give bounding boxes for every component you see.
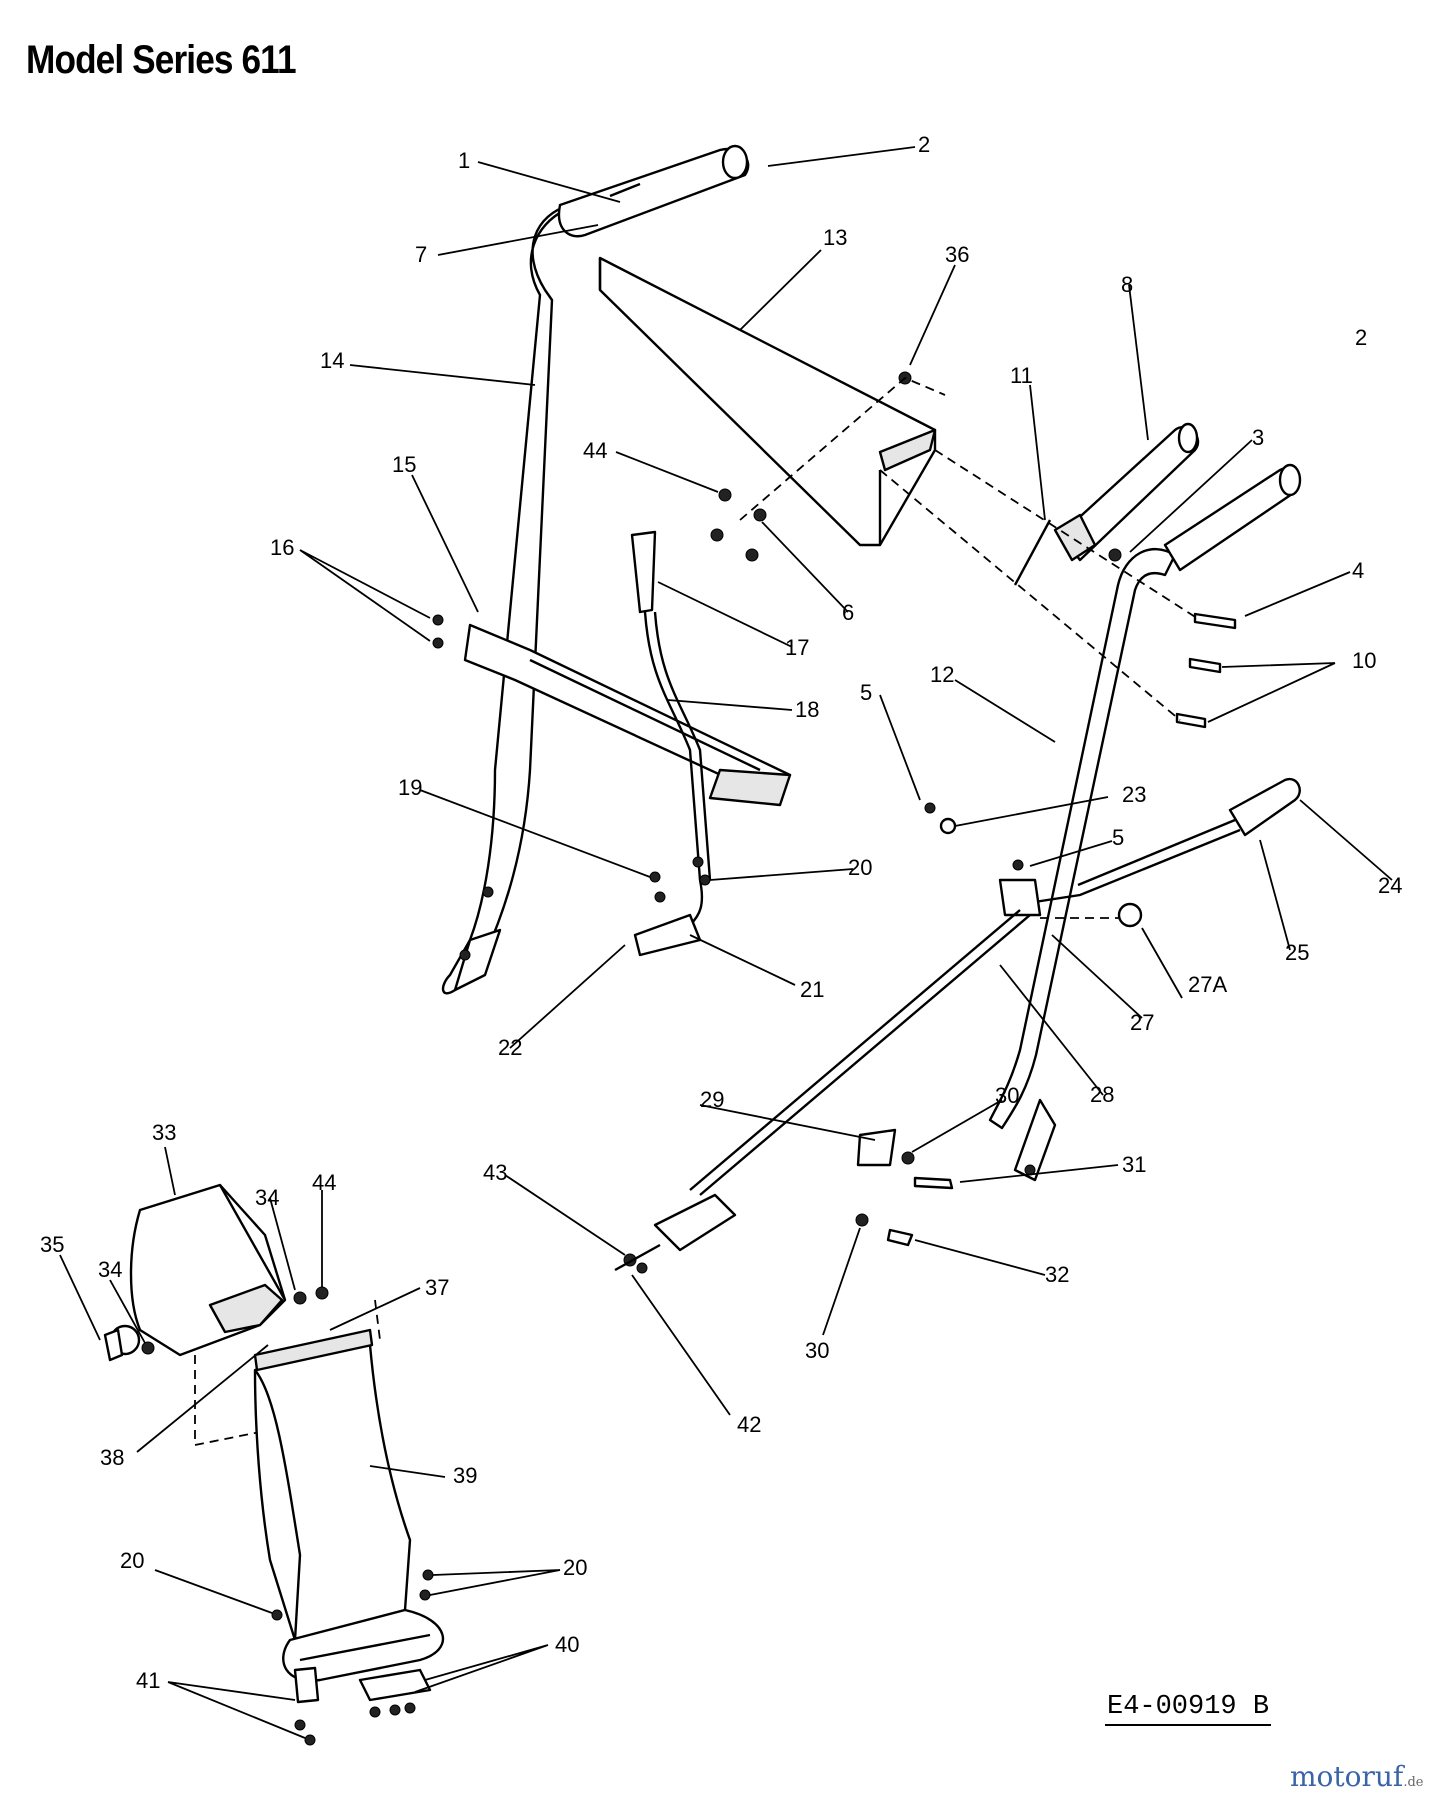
callout-6: 6 <box>842 600 854 625</box>
callout-32: 32 <box>1045 1262 1069 1287</box>
left-upper-handle <box>441 144 750 995</box>
callout-4: 4 <box>1352 558 1364 583</box>
callout-21: 21 <box>800 977 824 1002</box>
callout-17: 17 <box>785 635 809 660</box>
chute-crank <box>689 777 1301 1196</box>
callout-5: 5 <box>860 680 872 705</box>
watermark-suffix: .de <box>1403 1775 1424 1790</box>
callout-27A: 27A <box>1188 972 1227 997</box>
callout-31: 31 <box>1122 1152 1146 1177</box>
callout-11: 11 <box>1010 363 1033 388</box>
callout-30: 30 <box>805 1338 829 1363</box>
right-grip <box>1163 466 1301 572</box>
callout-34: 34 <box>98 1257 122 1282</box>
callout-27: 27 <box>1130 1010 1154 1035</box>
callout-33: 33 <box>152 1120 176 1145</box>
dash-panel <box>598 256 937 547</box>
watermark-logo: motoruf.de <box>1290 1760 1423 1793</box>
assembly-lines <box>194 376 1201 1447</box>
callout-30: 30 <box>995 1083 1019 1108</box>
document-code: E4-00919 B <box>1105 1692 1272 1726</box>
callout-37: 37 <box>425 1275 449 1300</box>
callout-35: 35 <box>40 1232 64 1257</box>
callout-23: 23 <box>1122 782 1146 807</box>
callout-10: 10 <box>1352 648 1376 673</box>
lower-hardware <box>855 1128 954 1247</box>
callout-8: 8 <box>1121 272 1133 297</box>
callout-20: 20 <box>120 1548 144 1573</box>
callout-29: 29 <box>700 1087 724 1112</box>
callout-19: 19 <box>398 775 422 800</box>
discharge-chute <box>253 1328 445 1746</box>
fasteners <box>432 371 1237 903</box>
leader-lines <box>59 146 1393 1739</box>
callout-28: 28 <box>1090 1082 1114 1107</box>
callout-labels: 1 2 7 13 36 8 2 14 11 3 44 15 16 6 4 17 … <box>40 132 1402 1693</box>
callout-13: 13 <box>823 225 847 250</box>
callout-41: 41 <box>136 1668 160 1693</box>
callout-44: 44 <box>583 438 607 463</box>
callout-20: 20 <box>563 1555 587 1580</box>
callout-39: 39 <box>453 1463 477 1488</box>
callout-20: 20 <box>848 855 872 880</box>
callout-1: 1 <box>458 148 470 173</box>
callout-15: 15 <box>392 452 416 477</box>
callout-40: 40 <box>555 1632 579 1657</box>
callout-44: 44 <box>312 1170 336 1195</box>
callout-14: 14 <box>320 348 344 373</box>
callout-22: 22 <box>498 1035 522 1060</box>
callout-38: 38 <box>100 1445 124 1470</box>
diagram-title: Model Series 611 <box>26 38 297 82</box>
callout-5: 5 <box>1112 825 1124 850</box>
chute-deflector <box>103 1183 329 1362</box>
callout-43: 43 <box>483 1160 507 1185</box>
callout-12: 12 <box>930 662 954 687</box>
watermark-text: motoruf <box>1290 1760 1404 1793</box>
callout-2: 2 <box>1355 325 1367 350</box>
callout-25: 25 <box>1285 940 1309 965</box>
callout-42: 42 <box>737 1412 761 1437</box>
callout-16: 16 <box>270 535 294 560</box>
callout-7: 7 <box>415 242 427 267</box>
cross-brace <box>463 623 792 807</box>
callout-24: 24 <box>1378 873 1402 898</box>
control-grip-8 <box>1013 422 1200 586</box>
shift-rod <box>630 530 712 957</box>
callout-3: 3 <box>1252 425 1264 450</box>
callout-36: 36 <box>945 242 969 267</box>
chute-linkage <box>614 1193 737 1274</box>
callout-2: 2 <box>918 132 930 157</box>
callout-18: 18 <box>795 697 819 722</box>
callout-34: 34 <box>255 1185 279 1210</box>
